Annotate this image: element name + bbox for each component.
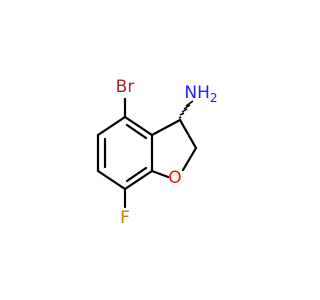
furan-ring xyxy=(150,118,198,179)
structure-canvas: Br NH2 O F xyxy=(96,77,218,228)
bond-c3a-c4 xyxy=(123,115,154,137)
amine-subscript: 2 xyxy=(210,91,218,105)
bond-o-c7a xyxy=(150,169,170,179)
bond-c6-c7 xyxy=(96,169,127,191)
double-bond-c7-c7a-inner xyxy=(125,166,148,183)
bond-c2-o xyxy=(181,146,198,172)
bond-c3a-c3 xyxy=(150,118,182,137)
bond-c4-c5 xyxy=(96,115,127,137)
bond-c3-c2 xyxy=(178,118,198,150)
stereo-hashed-wedge xyxy=(178,100,194,119)
bond-c7-c7a xyxy=(123,169,154,191)
bromine-label: Br xyxy=(116,77,135,97)
amine-nh: NH xyxy=(184,83,210,103)
benzene-ring xyxy=(96,115,154,191)
oxygen-label: O xyxy=(168,168,181,188)
fluorine-label: F xyxy=(120,208,130,228)
amine-label: NH2 xyxy=(184,83,217,105)
molecule-structure: Br NH2 O F xyxy=(96,77,218,228)
double-bond-c4-c3a-inner xyxy=(125,123,148,140)
